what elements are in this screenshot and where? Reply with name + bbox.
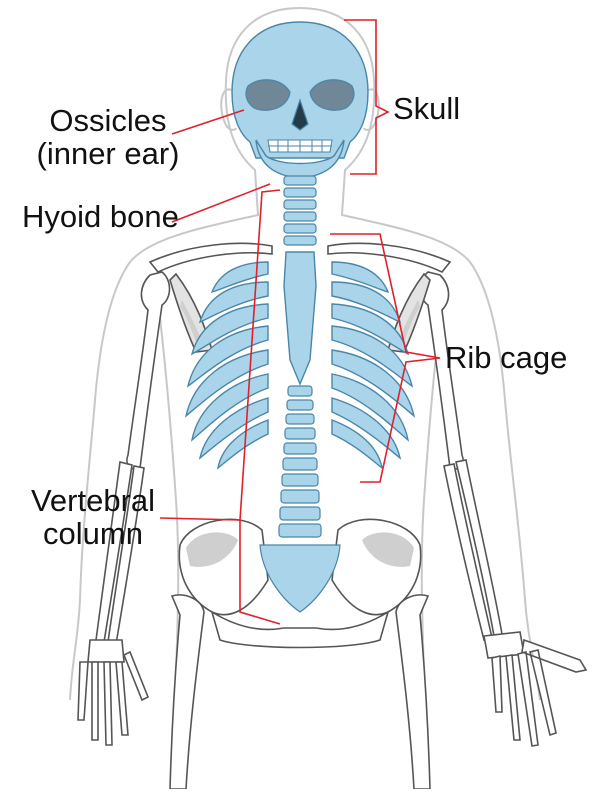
nasal-cavity [291,98,309,131]
label-hyoid-bone: Hyoid bone [22,199,179,234]
label-vertebral-line2: column [43,516,143,551]
label-vertebral-column: Vertebral column [18,484,168,550]
bone-shading [180,300,420,567]
vertebral-leader [159,189,281,625]
leader-lines [159,19,441,625]
label-ossicles-line2: (inner ear) [36,136,180,171]
vertebral-column-bones [259,175,341,613]
label-ossicles: Ossicles (inner ear) [20,104,196,170]
orbit-right [309,79,355,111]
label-ossicles-line1: Ossicles [49,103,167,138]
ear-left [220,88,237,131]
skull-bracket [344,19,390,175]
left-arm-bones [77,271,171,746]
ribs-right [331,261,416,470]
sacrum [259,544,341,613]
label-skull: Skull [393,91,461,126]
shoulder-girdle [148,242,452,353]
mandible [255,139,345,179]
cranium [231,21,369,159]
right-arm-bones [419,271,588,747]
label-vertebral-line1: Vertebral [30,483,156,518]
label-rib-cage: Rib cage [445,340,568,375]
hyoid-leader [171,183,271,223]
teeth [267,139,333,153]
ossicles-leader [171,109,245,135]
body-outline [69,7,541,790]
sternum [283,251,317,386]
skull-features [245,79,355,131]
orbit-left [245,79,291,111]
rib-cage-bracket [330,233,441,483]
